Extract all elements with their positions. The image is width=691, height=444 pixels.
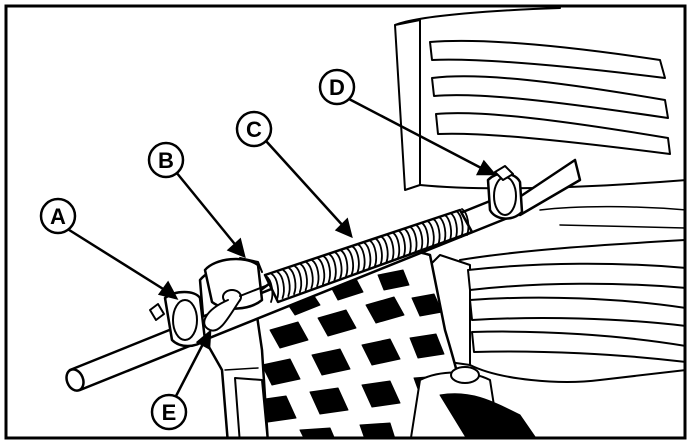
spring-coil	[426, 219, 435, 248]
spring-coil	[288, 267, 297, 296]
spring-coil	[351, 245, 360, 274]
spring-coil	[368, 239, 377, 268]
callout-a-label: A	[50, 204, 66, 229]
spring-coil	[386, 233, 395, 262]
callout-b: B	[147, 141, 185, 179]
spring-coil	[403, 227, 412, 256]
spring-coil	[340, 249, 349, 278]
callout-a: A	[39, 197, 77, 235]
spring-coil	[305, 261, 314, 290]
spring-coil	[334, 251, 343, 280]
leader-lines	[65, 97, 497, 399]
spring-coil	[357, 243, 366, 272]
callout-e: E	[150, 393, 188, 431]
callout-d: D	[318, 68, 356, 106]
collar-a	[149, 290, 207, 348]
collar-d	[486, 165, 524, 220]
spring-coil	[391, 231, 401, 260]
spring-coil	[276, 271, 285, 299]
spring-coil	[380, 235, 389, 264]
spring-coil	[328, 253, 337, 282]
spring-coil	[374, 237, 383, 266]
spring-coil	[420, 221, 429, 250]
spring	[263, 208, 474, 304]
spring-coil	[414, 223, 424, 252]
wheel-hub	[409, 366, 537, 438]
callout-c-label: C	[246, 117, 262, 142]
spring-coil	[432, 217, 441, 246]
spring-coil	[397, 229, 406, 258]
spring-coil	[455, 210, 464, 238]
callout-e-label: E	[162, 400, 177, 425]
cotter-pin	[203, 284, 269, 332]
spring-coil	[293, 265, 303, 294]
spring-coil	[316, 257, 326, 286]
callout-d-label: D	[329, 75, 345, 100]
callout-c: C	[235, 110, 273, 148]
spring-coil	[363, 241, 372, 270]
spring-coil	[299, 263, 308, 292]
spring-coil	[409, 225, 418, 254]
spring-coil	[265, 275, 274, 303]
spring-coil	[322, 255, 331, 284]
spring-coil	[449, 212, 458, 240]
spring-coil	[345, 247, 354, 276]
spring-coil	[282, 269, 291, 297]
spring-coil	[443, 214, 452, 242]
spring-coil	[461, 208, 470, 236]
spring-coil	[311, 259, 320, 288]
spring-coil	[438, 215, 447, 244]
frame-border	[4, 4, 687, 440]
spring-coil	[270, 273, 279, 301]
callout-b-label: B	[158, 148, 174, 173]
